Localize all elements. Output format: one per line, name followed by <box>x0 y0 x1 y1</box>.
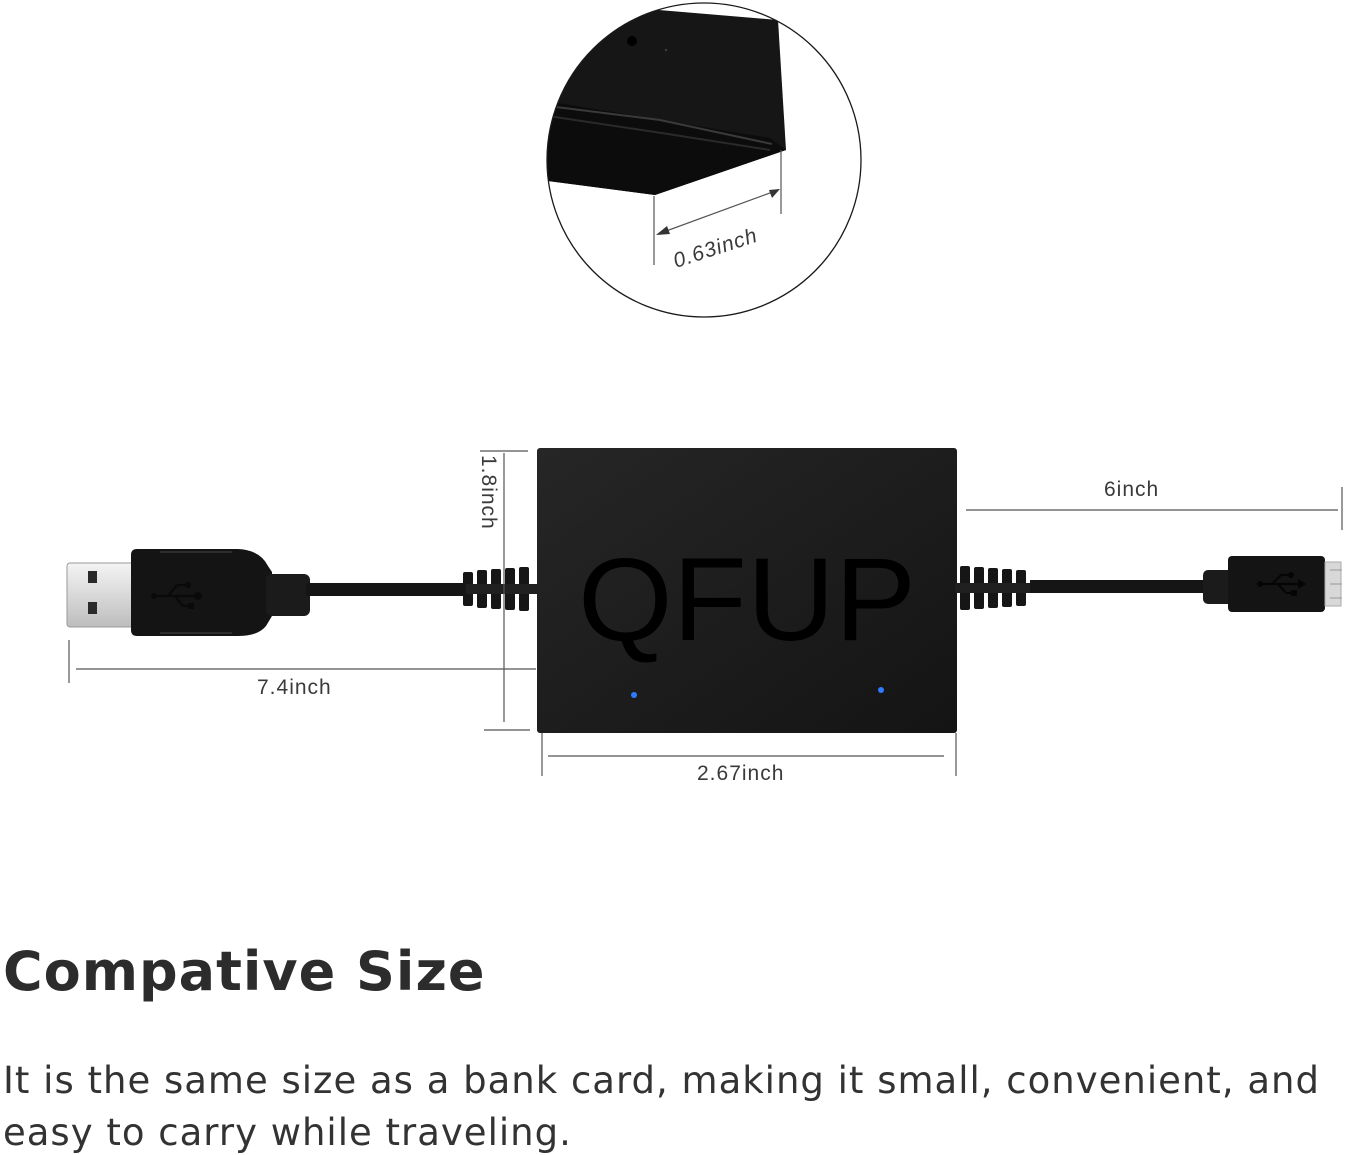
product-dimension-diagram: 0.63inch <box>66 2 1343 785</box>
right-cable <box>955 566 1233 610</box>
status-led-left <box>631 692 637 698</box>
width-dimension-label: 2.67inch <box>697 762 784 785</box>
cable-micro-dimension: 6inch <box>966 478 1343 530</box>
cable-micro-dimension-label: 6inch <box>1104 478 1159 501</box>
micro-usb-connector <box>1228 556 1342 612</box>
usb-a-connector <box>66 549 310 636</box>
brand-logo-text: QFUP <box>578 534 916 666</box>
width-dimension: 2.67inch <box>541 733 957 785</box>
usb-symbol-icon <box>151 582 202 609</box>
magnifier-detail: 0.63inch <box>546 2 862 318</box>
status-led-right <box>878 687 884 693</box>
cable-usb-dimension: 7.4inch <box>68 640 536 699</box>
left-cable <box>306 567 540 611</box>
height-dimension: 1.8inch <box>477 450 530 731</box>
caption-title: Compative Size <box>3 940 486 1003</box>
caption-body: It is the same size as a bank card, maki… <box>3 1059 1320 1154</box>
usb-symbol-icon <box>1257 572 1306 596</box>
thickness-dimension-label: 0.63inch <box>670 224 760 273</box>
device-body: QFUP <box>537 448 957 733</box>
cable-usb-dimension-label: 7.4inch <box>257 676 332 699</box>
height-dimension-label: 1.8inch <box>477 455 500 530</box>
